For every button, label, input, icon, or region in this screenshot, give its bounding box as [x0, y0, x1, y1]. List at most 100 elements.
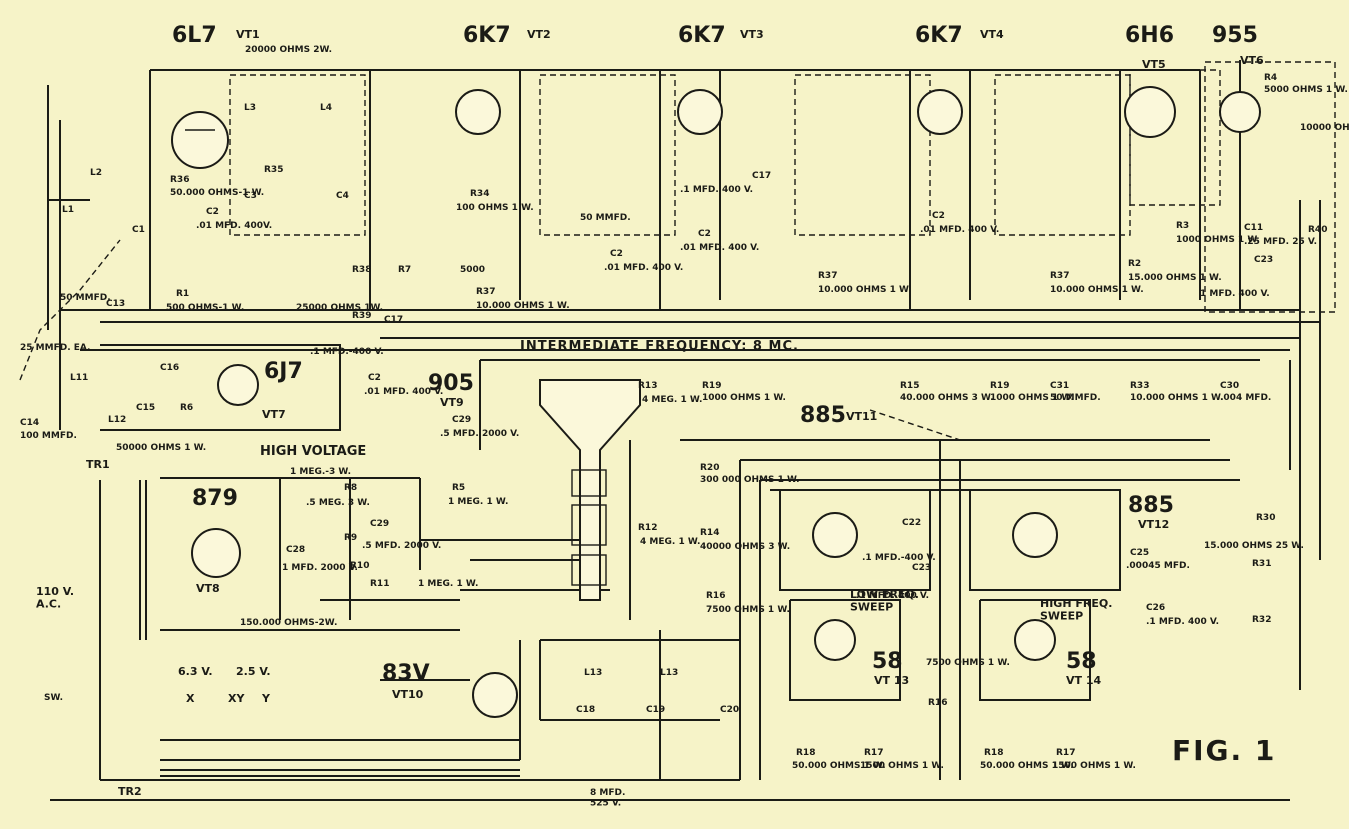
- comp-c14-ref: C14: [20, 418, 39, 428]
- comp-c29-b-val: .5 MFD. 2000 V.: [362, 541, 441, 551]
- comp-l1: L1: [62, 205, 74, 215]
- section-labels: INTERMEDIATE FREQUENCY: 8 MC. HIGH VOLTA…: [260, 339, 1276, 767]
- tube-vt-7: VT7: [262, 408, 286, 421]
- tube-type-2: 6K7: [463, 23, 511, 48]
- power-transformer-tr1: [139, 480, 147, 640]
- comp-r17-b-val: 1500 OHMS 1 W.: [1052, 761, 1136, 771]
- comp-20000-val: 20000 OHMS 2W.: [245, 45, 332, 55]
- comp-r17-b-ref: R17: [1056, 748, 1075, 758]
- comp-r13-ref: R13: [638, 381, 657, 391]
- x-terminal: X: [186, 692, 195, 705]
- tube-type-8: 879: [192, 486, 238, 511]
- comp-r37-a-val: 10.000 OHMS 1 W.: [476, 301, 570, 311]
- tube-vt8: [191, 528, 241, 578]
- comp-r5-ref: R5: [452, 483, 465, 493]
- comp-r6-val: 50000 OHMS 1 W.: [116, 443, 206, 453]
- comp-r19-a-ref: R19: [702, 381, 721, 391]
- comp-r17-a-ref: R17: [864, 748, 883, 758]
- comp-r36-ref: R36: [170, 175, 189, 185]
- comp-r34-ref: R34: [470, 189, 489, 199]
- tube-type-5: 6H6: [1125, 23, 1174, 48]
- comp-c13-ref: C13: [106, 299, 125, 309]
- fil-25-label: 2.5 V.: [236, 665, 271, 678]
- comp-c22-ref: C22: [902, 518, 921, 528]
- comp-l13-a: L13: [584, 668, 602, 678]
- tube-vt-6: VT6: [1240, 54, 1264, 67]
- tube-vt12: [1012, 512, 1058, 558]
- comp-r16-b-val: 7500 OHMS 1 W.: [926, 658, 1010, 668]
- comp-c2-d-val: .01 MFD. 400 V.: [920, 225, 999, 235]
- figure-label: FIG. 1: [1172, 734, 1276, 767]
- comp-r37-b-ref: R37: [818, 271, 837, 281]
- comp-c23-b-ref: C23: [912, 563, 931, 573]
- tube-type-1: 6L7: [172, 23, 217, 48]
- tube-vt-11: VT11: [846, 410, 877, 423]
- comp-r36-val: 50.000 OHMS-1 W.: [170, 188, 264, 198]
- comp-c28-val: 1 MFD. 2000 V.: [282, 563, 358, 573]
- comp-r10-ref: R10: [350, 561, 369, 571]
- comp-c31-val: 50 MMFD.: [1050, 393, 1101, 403]
- comp-r9-ref: R9: [344, 533, 357, 543]
- comp-15000-val: 15.000 OHMS 25 W.: [1204, 541, 1304, 551]
- tube-vt9-crt: [539, 379, 641, 601]
- tube-vt10: [472, 672, 518, 718]
- tube-vt-1: VT1: [236, 28, 260, 41]
- high-sweep-label: HIGH FREQ.SWEEP: [1040, 597, 1112, 623]
- if-shields: [19, 61, 1336, 441]
- comp-r8-val: 1 MEG.-3 W.: [290, 467, 351, 477]
- tube-type-9: 905: [428, 371, 474, 396]
- tube-vt5: [1124, 86, 1176, 138]
- comp-c20: C20: [720, 705, 739, 715]
- fil-63-label: 6.3 V.: [178, 665, 213, 678]
- comp-r2-val: 15.000 OHMS 1 W.: [1128, 273, 1222, 283]
- comp-c2-c-val: .01 MFD. 400 V.: [680, 243, 759, 253]
- comp-r8-ref: R8: [344, 483, 357, 493]
- comp-l4-a: L4: [320, 103, 332, 113]
- comp-c26-ref: C26: [1146, 603, 1165, 613]
- tube-vt3: [677, 89, 723, 135]
- comp-c13-val: 50 MMFD.: [60, 293, 111, 303]
- comp-c2-a-val: .01 MFD. 400V.: [196, 221, 272, 231]
- tube-vt-5: VT5: [1142, 58, 1166, 71]
- comp-r1-val: 500 OHMS-1 W.: [166, 303, 244, 313]
- tube-vt-9: VT9: [440, 396, 464, 409]
- comp-r4-val: 5000 OHMS 1 W.: [1264, 85, 1348, 95]
- comp-c15: C15: [136, 403, 155, 413]
- tube-vt-4: VT4: [980, 28, 1004, 41]
- component-labels: L1 L2 C1 R36 50.000 OHMS-1 W. 20000 OHMS…: [20, 45, 1349, 771]
- comp-r3-ref: R3: [1176, 221, 1189, 231]
- comp-c30-ref: C30: [1220, 381, 1239, 391]
- comp-r15-ref: R15: [900, 381, 919, 391]
- comp-c25-val: .00045 MFD.: [1126, 561, 1190, 571]
- comp-c11-val: .25 MFD. 25 V.: [1244, 237, 1317, 247]
- line-voltage-label: 110 V.A.C.: [36, 585, 74, 611]
- comp-r20-ref: R20: [700, 463, 719, 473]
- comp-c2-e-ref: C2: [368, 373, 381, 383]
- tube-vt-2: VT2: [527, 28, 551, 41]
- tube-vt2: [455, 89, 501, 135]
- comp-c23-a-ref: C23: [1254, 255, 1273, 265]
- comp-r37-a-ref: R37: [476, 287, 495, 297]
- comp-c28-ref: C28: [286, 545, 305, 555]
- comp-r40-val: 10000 OHMS: [1300, 123, 1349, 133]
- tube-type-10: 83V: [382, 661, 430, 686]
- comp-c2-b-ref: C2: [610, 249, 623, 259]
- comp-c17-a-ref: C17: [384, 315, 403, 325]
- comp-c2-b-val: .01 MFD. 400 V.: [604, 263, 683, 273]
- tube-type-7: 6J7: [264, 359, 303, 384]
- comp-c19: C19: [646, 705, 665, 715]
- comp-r18-a-ref: R18: [796, 748, 815, 758]
- comp-c3-a: C3: [244, 191, 257, 201]
- comp-r16-b-ref: R16: [928, 698, 947, 708]
- comp-r16-a-ref: R16: [706, 591, 725, 601]
- comp-r38-ref: R38: [352, 265, 371, 275]
- comp-l12: L12: [108, 415, 126, 425]
- tube-vt11: [812, 512, 858, 558]
- comp-r1-ref: R1: [176, 289, 189, 299]
- tube-type-13: 58: [872, 649, 903, 674]
- comp-c16: C16: [160, 363, 179, 373]
- tube-vt14: [1014, 619, 1056, 661]
- comp-r34-val: 100 OHMS 1 W.: [456, 203, 534, 213]
- comp-l3-a: L3: [244, 103, 256, 113]
